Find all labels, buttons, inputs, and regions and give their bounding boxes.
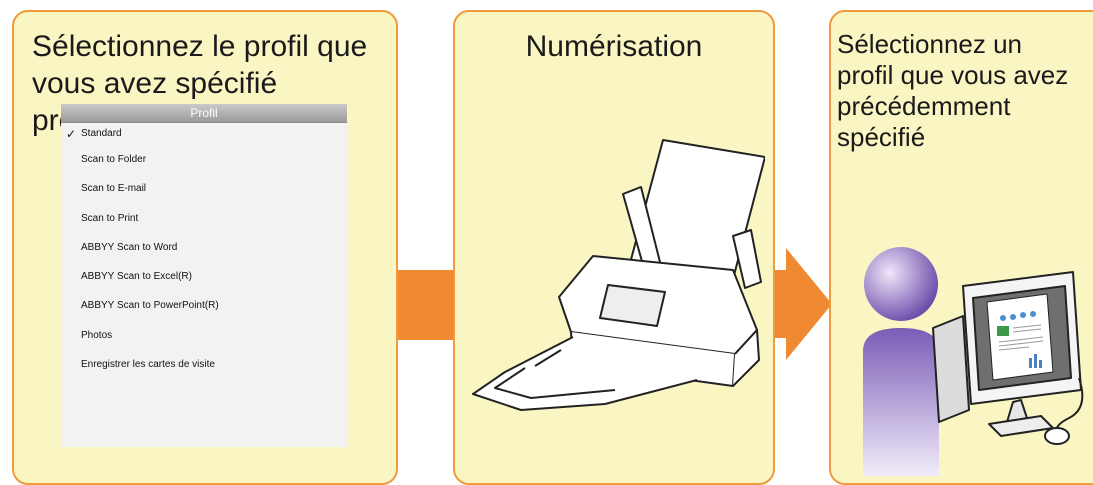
scanner-icon (472, 139, 765, 411)
select-profile-panel: Sélectionnez le profil que vous avez spé… (12, 10, 398, 485)
arrow-right-icon (768, 248, 832, 360)
profile-menu-item[interactable]: Photos (61, 321, 347, 350)
profile-menu-item[interactable]: ABBYY Scan to Word (61, 233, 347, 262)
panel-title: Numérisation (525, 30, 703, 63)
computer-icon (932, 271, 1084, 445)
scanning-panel: Numérisation (453, 10, 775, 485)
profile-menu-item-label: ABBYY Scan to PowerPoint(R) (81, 300, 219, 312)
profile-menu-item-label: Scan to Print (81, 212, 139, 224)
profile-menu-item[interactable]: Scan to E-mail (61, 174, 347, 203)
profile-menu-item-label: ABBYY Scan to Excel(R) (81, 271, 192, 283)
profile-menu-item-label: ABBYY Scan to Word (81, 241, 178, 253)
profile-menu-item[interactable]: ABBYY Scan to PowerPoint(R) (61, 291, 347, 320)
checkmark-icon: ✓ (66, 127, 77, 141)
profile-menu-header: Profil (61, 104, 347, 123)
profile-menu-item-label: Scan to Folder (81, 154, 147, 165)
person-icon (863, 247, 939, 476)
profile-menu-item-label: Enregistrer les cartes de visite (81, 359, 215, 371)
profile-menu-item-label: Standard (81, 128, 122, 139)
profile-menu-item[interactable]: ✓ Standard (61, 123, 347, 145)
profile-menu-item[interactable]: Enregistrer les cartes de visite (61, 350, 347, 379)
arrow-right-icon (392, 270, 462, 340)
profile-menu-item-label: Photos (81, 329, 113, 341)
panel-title: Sélectionnez un profil que vous avez pré… (837, 29, 1069, 152)
profile-menu-item-label: Scan to E-mail (81, 183, 147, 195)
select-profile-computer-panel: Sélectionnez un profil que vous avez pré… (829, 10, 1093, 485)
profile-menu-item[interactable]: Scan to Folder (61, 145, 347, 174)
profile-menu-item[interactable]: Scan to Print (61, 204, 347, 233)
profile-menu-item[interactable]: ABBYY Scan to Excel(R) (61, 262, 347, 291)
